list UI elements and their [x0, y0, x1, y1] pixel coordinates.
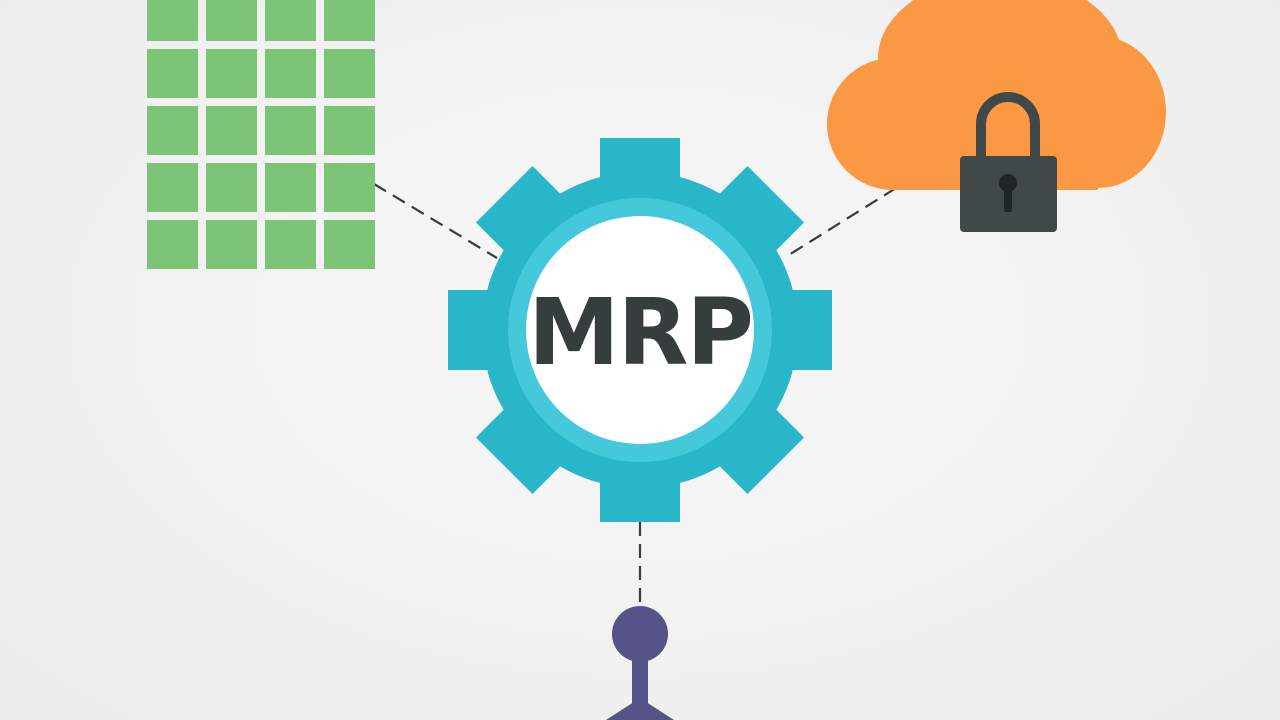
grid-cell	[147, 0, 198, 41]
grid-cell	[147, 49, 198, 98]
grid-cell	[324, 49, 375, 98]
grid-cell	[324, 220, 375, 269]
connector-cloud-to-gear	[783, 187, 897, 259]
grid-cell	[206, 106, 257, 155]
grid-cell	[265, 163, 316, 212]
grid-cell	[206, 220, 257, 269]
cloud-lock-icon	[827, 0, 1166, 232]
cloud-icon	[827, 0, 1166, 190]
grid-cell	[324, 0, 375, 41]
center-label: MRP	[528, 279, 752, 386]
grid-cell	[206, 163, 257, 212]
grid-cell	[324, 106, 375, 155]
grid-cell	[206, 49, 257, 98]
lock-icon	[960, 92, 1057, 232]
gear-icon: MRP	[448, 138, 832, 522]
person-icon	[606, 606, 674, 720]
grid-cell	[265, 0, 316, 41]
connector-grid-to-gear	[373, 183, 498, 259]
spreadsheet-grid-icon	[147, 0, 375, 269]
grid-cell	[324, 163, 375, 212]
grid-cell	[147, 106, 198, 155]
grid-cell	[265, 220, 316, 269]
grid-cell	[147, 163, 198, 212]
grid-cell	[206, 0, 257, 41]
grid-cell	[265, 106, 316, 155]
grid-cell	[265, 49, 316, 98]
grid-cell	[147, 220, 198, 269]
